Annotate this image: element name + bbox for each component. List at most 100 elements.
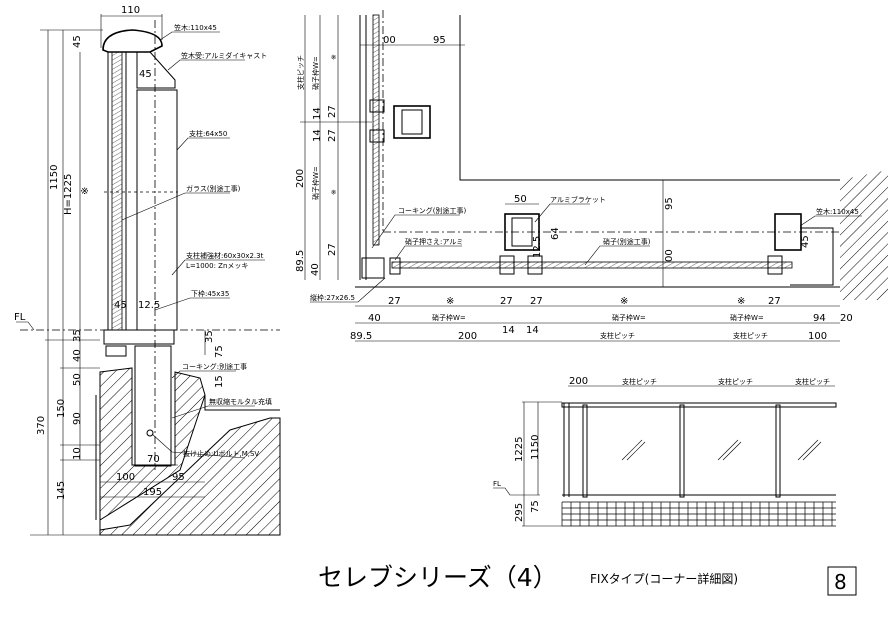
dim-pitch-left: 支柱ピッチ	[296, 55, 305, 90]
dim-45-bracket: 45	[139, 69, 152, 80]
dim-14b: 14	[312, 129, 323, 142]
dim-45-plan: 45	[800, 235, 811, 248]
dim-35: 35	[72, 329, 83, 342]
dim-row3: 200	[458, 331, 477, 342]
label-reinforcement-length: L=1000: Znメッキ	[186, 262, 248, 270]
dim-row1: ※	[446, 296, 454, 307]
dim-145: 145	[56, 481, 67, 500]
dim-95: 95	[172, 472, 185, 483]
label-glass-plan: 硝子(別途工事)	[603, 237, 651, 246]
dim-frame-w1: 硝子枠W=	[311, 56, 320, 90]
dim-row3: 14	[502, 325, 515, 336]
dim-64: 64	[550, 227, 561, 240]
label-bottom-frame: 下枠:45x35	[191, 289, 229, 298]
dim-40: 40	[72, 349, 83, 362]
dim-12-5: 12.5	[138, 300, 160, 311]
dim-pitch: 支柱ピッチ	[622, 377, 657, 386]
label-glass-stop: 硝子押さえ:アルミ	[405, 237, 463, 246]
label-reinforcement: 支柱補強材:60x30x2.3t	[186, 251, 264, 260]
dim-50: 50	[72, 373, 83, 386]
label-glass: ガラス(別途工事)	[186, 184, 241, 193]
dim-50: 50	[514, 194, 527, 205]
label-frame: 縦枠:27x26.5	[310, 293, 355, 302]
dim-110: 110	[121, 5, 140, 16]
label-cap-support: 笠木受:アルミダイキャスト	[181, 51, 267, 60]
floor-grid	[561, 501, 836, 527]
front-elevation-view: 200 支柱ピッチ 支柱ピッチ 支柱ピッチ 1225 1150 295 75 F…	[493, 376, 837, 527]
page-number: 8	[834, 570, 847, 594]
label-cap: 笠木:110x45	[174, 23, 217, 32]
plan-end-post	[774, 213, 802, 251]
dim-pitch: 支柱ピッチ	[718, 377, 753, 386]
dim-mark: ※	[80, 187, 91, 195]
dim-45-frame: 45	[114, 300, 127, 311]
dim-row1: 27	[388, 296, 401, 307]
label-caulking-plan: コーキング(別途工事)	[398, 206, 467, 215]
dim-370: 370	[36, 416, 47, 435]
dim-frame-w2: 硝子枠W=	[311, 166, 320, 200]
glass-horizontal	[391, 261, 793, 269]
dim-14a: 14	[312, 107, 323, 120]
dim-1150-elev: 1150	[530, 435, 541, 460]
label-anchor: 抜け止め:Uボルト,M,SV	[183, 449, 259, 458]
dim-row2: 硝子枠W=	[612, 313, 646, 322]
dim-mark2: ※	[330, 189, 338, 195]
series-title: セレブシリーズ（4）	[318, 563, 558, 592]
dim-row3: 89.5	[350, 331, 372, 342]
dim-40-left: 40	[310, 263, 321, 276]
fl-label-elev: FL	[493, 480, 501, 488]
label-cap-plan: 笠木:110x45	[816, 207, 859, 216]
label-bracket: アルミブラケット	[550, 195, 606, 204]
dim-200-left: 200	[295, 169, 306, 188]
dim-mark1: ※	[330, 54, 338, 60]
corner-post	[393, 105, 431, 139]
post	[136, 89, 178, 331]
dim-35-right: 35	[204, 330, 215, 343]
dim-row3: 支柱ピッチ	[733, 331, 768, 340]
dim-10: 10	[72, 447, 83, 460]
dim-295: 295	[514, 503, 525, 522]
dim-row2: 40	[368, 313, 381, 324]
dim-70: 70	[147, 454, 160, 465]
handrail-cap	[102, 29, 163, 53]
dim-row2: 94	[813, 313, 826, 324]
dim-27c: 27	[327, 243, 338, 256]
dim-row1: 27	[530, 296, 543, 307]
cap-support-bracket	[136, 51, 176, 89]
dim-row2: 20	[840, 313, 853, 324]
dim-89-5-left: 89.5	[295, 250, 306, 272]
dim-15: 15	[214, 375, 225, 388]
dim-95-top: 95	[433, 35, 446, 46]
dim-1150: 1150	[49, 165, 60, 190]
label-post: 支柱:64x50	[189, 129, 227, 138]
label-mortar: 無収縮モルタル充填	[209, 397, 272, 406]
dim-90: 90	[72, 412, 83, 425]
dim-100: 100	[116, 472, 135, 483]
dim-row3: 支柱ピッチ	[600, 331, 635, 340]
page-number-box	[827, 566, 857, 596]
dim-195: 195	[143, 487, 162, 498]
dim-row1: ※	[737, 296, 745, 307]
label-caulking: コーキング:別途工事	[182, 362, 247, 371]
corner-plan-view: 00 95 50 64 12.5 95 00 45 支柱ピッチ 硝子枠W=	[295, 10, 888, 342]
plan-left-dimensions: 支柱ピッチ 硝子枠W= ※ 27 14 14 27 200 硝子枠W= ※ 89…	[295, 15, 372, 280]
dim-200-elev: 200	[569, 376, 588, 387]
dim-row2: 硝子枠W=	[730, 313, 764, 322]
dim-pitch: 支柱ピッチ	[795, 377, 830, 386]
dim-75-elev: 75	[530, 500, 541, 513]
dim-27a: 27	[327, 105, 338, 118]
dim-row3: 14	[526, 325, 539, 336]
dim-h-1225: H=1225	[63, 174, 74, 215]
fl-label: FL	[14, 312, 26, 323]
glass-panel	[111, 51, 123, 331]
dim-row1: ※	[620, 296, 628, 307]
dim-75: 75	[214, 345, 225, 358]
dim-row3: 100	[808, 331, 827, 342]
dim-150: 150	[56, 399, 67, 418]
dim-45: 45	[72, 35, 83, 48]
dim-00-top: 00	[383, 35, 396, 46]
dim-00-plan: 00	[664, 249, 675, 262]
dim-row1: 27	[500, 296, 513, 307]
dim-row1: 27	[768, 296, 781, 307]
